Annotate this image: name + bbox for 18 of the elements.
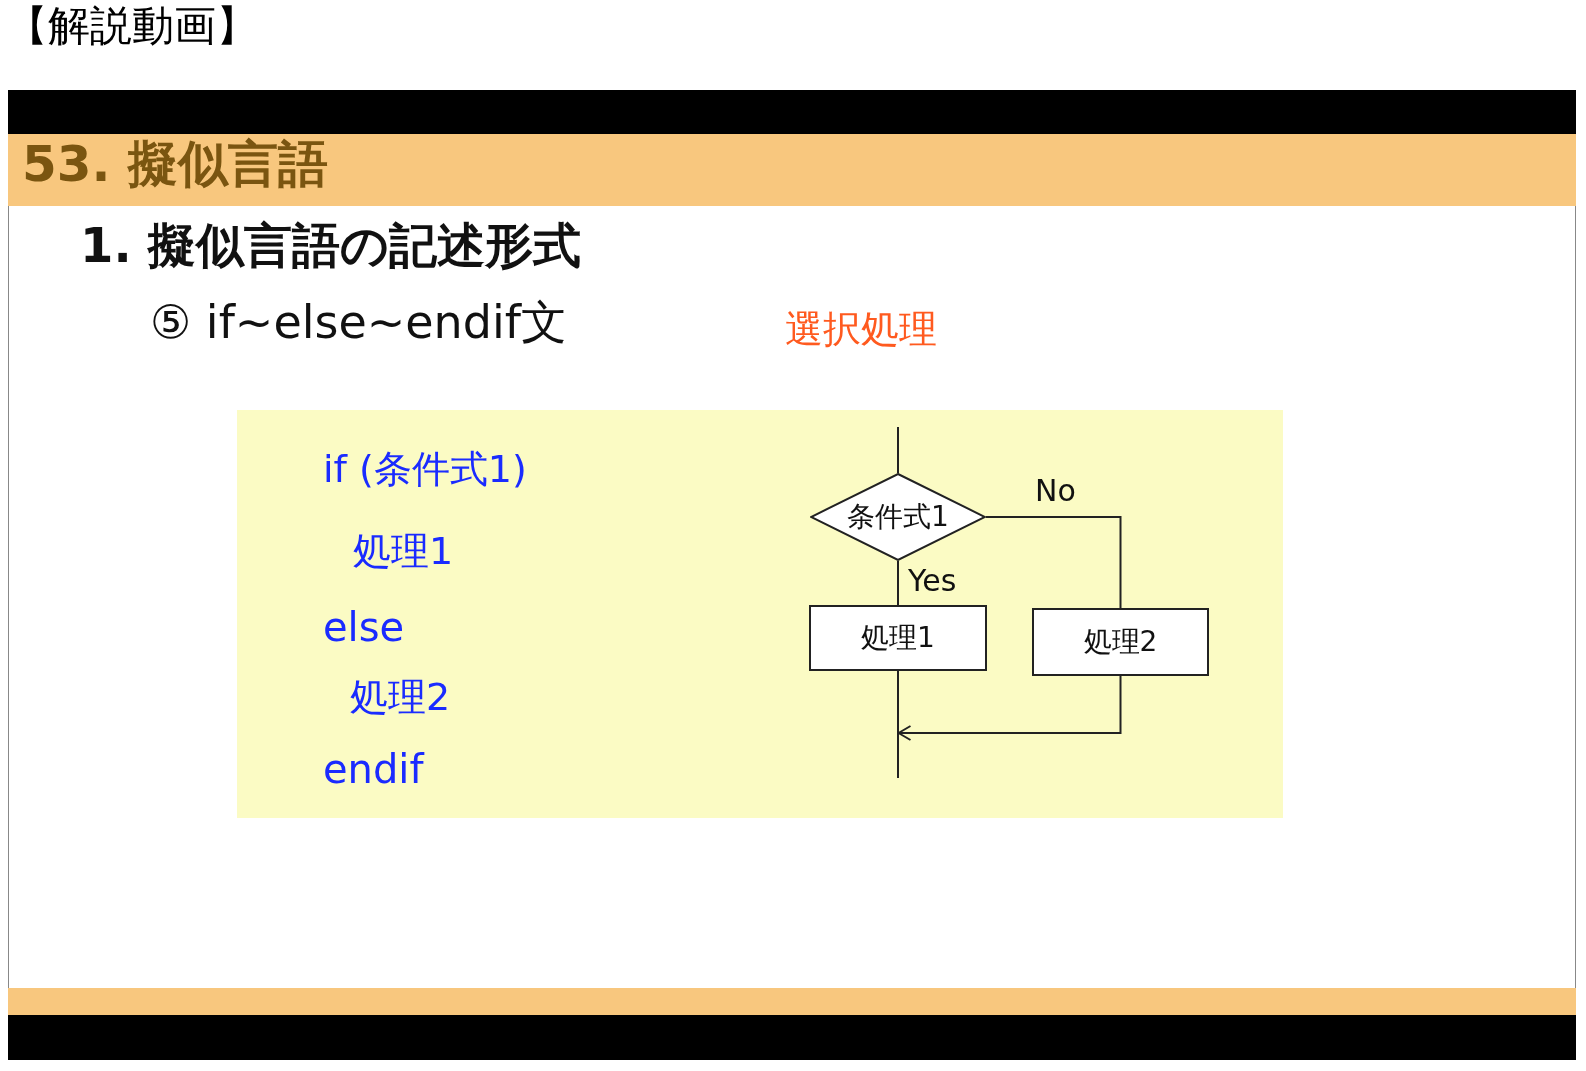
slide-title: 53. 擬似言語 bbox=[22, 136, 328, 194]
code-line: endif bbox=[323, 746, 424, 792]
page-heading: 【解説動画】 bbox=[6, 2, 258, 51]
topic-label: 選択処理 bbox=[785, 308, 937, 352]
connector-line bbox=[897, 426, 899, 474]
code-line: 処理1 bbox=[353, 530, 454, 574]
section-heading: 1. 擬似言語の記述形式 bbox=[80, 218, 582, 274]
connector-line bbox=[985, 516, 1122, 609]
connector-line bbox=[897, 670, 899, 779]
code-line: else bbox=[323, 604, 405, 650]
connector-line bbox=[897, 560, 899, 606]
code-line: 処理2 bbox=[350, 676, 451, 720]
process-box: 処理2 bbox=[1032, 608, 1209, 676]
subsection-heading: ⑤ if~else~endif文 bbox=[150, 296, 567, 349]
decision-diamond: 条件式1 bbox=[810, 473, 986, 561]
arrow bbox=[897, 675, 1122, 741]
code-line: if (条件式1) bbox=[323, 448, 527, 492]
process-box: 処理1 bbox=[809, 605, 987, 671]
